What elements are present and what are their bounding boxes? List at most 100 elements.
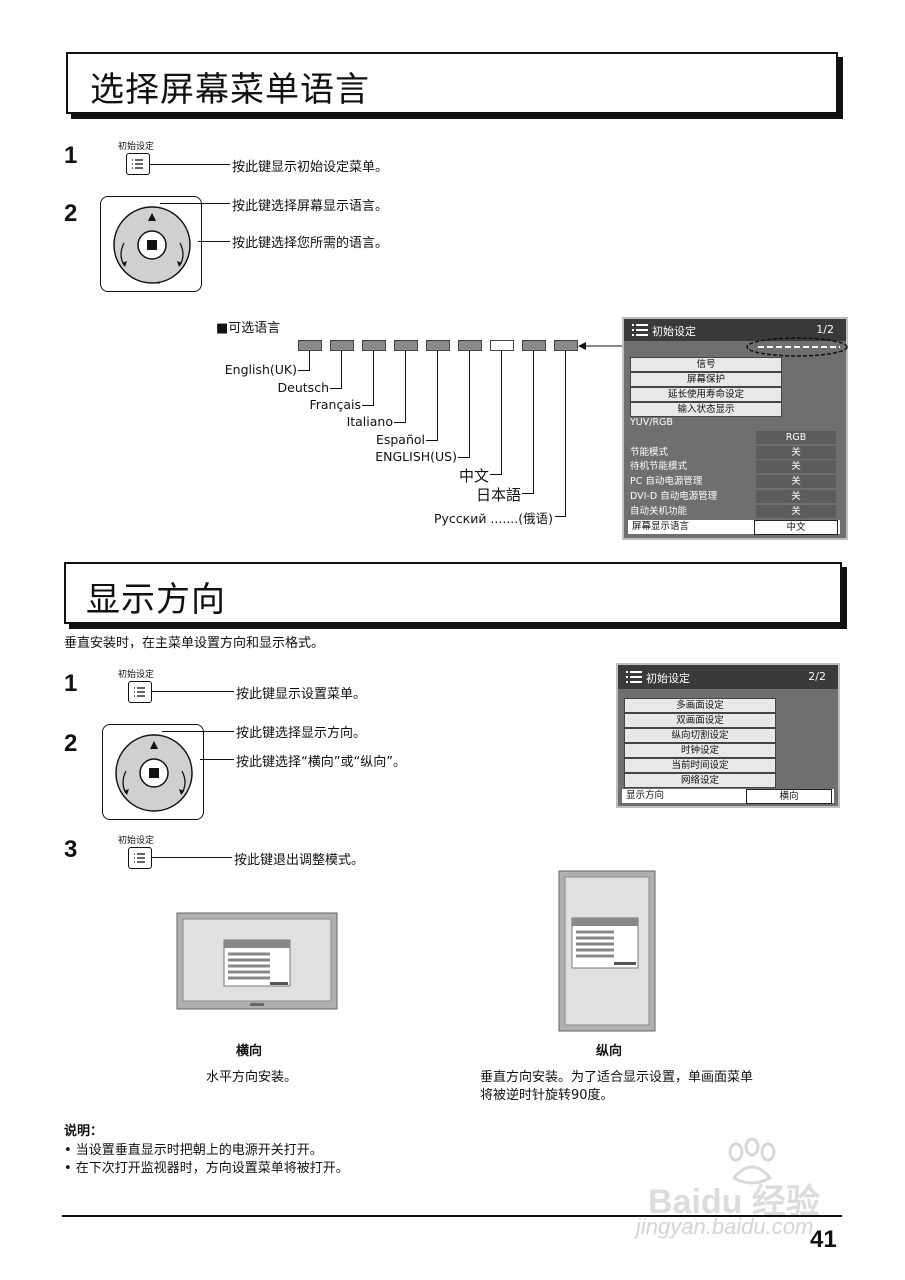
language-swatch bbox=[426, 340, 450, 351]
leader-line bbox=[437, 351, 438, 441]
leader-line bbox=[330, 388, 342, 389]
osd-menu-item[interactable]: 网络设定 bbox=[624, 773, 776, 788]
language-label: ENGLISH(US) bbox=[375, 449, 457, 464]
leader-line bbox=[522, 493, 534, 494]
osd-row-value[interactable]: 关 bbox=[756, 446, 836, 459]
osd-menu-item[interactable]: 纵向切割设定 bbox=[624, 728, 776, 743]
dpad-icon[interactable] bbox=[108, 203, 198, 287]
setup-menu-button[interactable] bbox=[126, 153, 150, 175]
leader-line bbox=[341, 351, 342, 389]
language-label: Русский .......(俄语) bbox=[433, 511, 553, 526]
menu-icon bbox=[132, 159, 143, 169]
step-number: 3 bbox=[64, 836, 78, 863]
osd-row-label: 屏幕显示语言 bbox=[632, 521, 690, 532]
osd-menu-item[interactable]: 信号 bbox=[630, 357, 782, 372]
leader-line bbox=[533, 351, 534, 494]
note-item: • 当设置垂直显示时把朝上的电源开关打开。 bbox=[64, 1143, 323, 1158]
osd-header: 初始设定 2/2 bbox=[618, 665, 838, 689]
leader-line bbox=[162, 731, 234, 732]
leader-line bbox=[362, 405, 374, 406]
leader-line bbox=[458, 457, 470, 458]
osd-row-label: 显示方向 bbox=[626, 790, 665, 801]
leader-line bbox=[152, 857, 232, 858]
menu-icon bbox=[626, 671, 642, 683]
step-instruction: 按此键选择您所需的语言。 bbox=[232, 236, 389, 251]
osd-row-label: YUV/RGB bbox=[630, 417, 673, 428]
portrait-title: 纵向 bbox=[596, 1044, 623, 1059]
menu-icon bbox=[632, 324, 648, 336]
language-swatch bbox=[522, 340, 546, 351]
setup-menu-osd-page1: 初始设定 1/2 信号 屏幕保护 延长使用寿命设定 输入状态显示 YUV/RGB… bbox=[622, 317, 848, 540]
osd-menu-item[interactable]: 时钟设定 bbox=[624, 743, 776, 758]
osd-row-value[interactable]: 关 bbox=[756, 475, 836, 488]
osd-menu-item[interactable]: 当前时间设定 bbox=[624, 758, 776, 773]
note-item: • 在下次打开监视器时，方向设置菜单将被打开。 bbox=[64, 1161, 349, 1176]
osd-menu-item[interactable]: 延长使用寿命设定 bbox=[630, 387, 782, 402]
setup-menu-button[interactable] bbox=[128, 847, 152, 869]
leader-line bbox=[490, 474, 502, 475]
osd-page-indicator: 2/2 bbox=[808, 670, 826, 683]
language-swatch-selected bbox=[490, 340, 514, 351]
osd-row-value[interactable]: 关 bbox=[756, 505, 836, 518]
osd-row-label: 待机节能模式 bbox=[630, 461, 688, 472]
leader-line bbox=[150, 164, 230, 165]
dpad-icon[interactable] bbox=[110, 731, 200, 815]
setup-menu-button[interactable] bbox=[128, 681, 152, 703]
language-label: English(UK) bbox=[224, 362, 297, 377]
page-number: 41 bbox=[810, 1226, 837, 1253]
leader-line bbox=[426, 440, 438, 441]
leader-line bbox=[160, 203, 230, 204]
highlight-ellipse bbox=[746, 337, 848, 357]
leader-line bbox=[394, 422, 406, 423]
osd-row-value[interactable]: RGB bbox=[756, 431, 836, 444]
language-swatch bbox=[362, 340, 386, 351]
leader-line bbox=[565, 351, 566, 517]
osd-page-indicator: 1/2 bbox=[816, 323, 834, 336]
leader-line bbox=[298, 370, 310, 371]
osd-menu-item[interactable]: 屏幕保护 bbox=[630, 372, 782, 387]
leader-line bbox=[501, 351, 502, 475]
step-instruction: 按此键选择显示方向。 bbox=[236, 726, 367, 741]
language-label: Español bbox=[375, 432, 425, 447]
language-label: 中文 bbox=[458, 467, 489, 485]
landscape-title: 横向 bbox=[236, 1044, 263, 1059]
osd-row-label: 节能模式 bbox=[630, 447, 669, 458]
section-title: 显示方向 bbox=[86, 580, 226, 620]
osd-menu-item[interactable]: 输入状态显示 bbox=[630, 402, 782, 417]
portrait-description-line1: 垂直方向安装。为了适合显示设置，单画面菜单 bbox=[480, 1070, 754, 1085]
step-number: 2 bbox=[64, 730, 78, 757]
osd-title: 初始设定 bbox=[646, 672, 690, 685]
paw-watermark-icon bbox=[728, 1138, 776, 1185]
language-swatch bbox=[458, 340, 482, 351]
step-number: 2 bbox=[64, 200, 78, 227]
language-swatch bbox=[298, 340, 322, 351]
watermark-brand: Baidu 经验 bbox=[648, 1183, 820, 1221]
leader-line bbox=[152, 691, 234, 692]
osd-language-selector[interactable]: 中文 bbox=[754, 520, 838, 535]
setup-menu-osd-page2: 初始设定 2/2 多画面设定 双画面设定 纵向切割设定 时钟设定 当前时间设定 … bbox=[616, 663, 840, 808]
leader-line bbox=[373, 351, 374, 406]
menu-icon bbox=[134, 687, 145, 697]
osd-row-value[interactable]: 关 bbox=[756, 490, 836, 503]
osd-row-label: DVI-D 自动电源管理 bbox=[630, 491, 718, 502]
language-swatch bbox=[394, 340, 418, 351]
step-number: 1 bbox=[64, 142, 78, 169]
landscape-monitor-illustration bbox=[176, 912, 338, 1010]
language-swatch bbox=[330, 340, 354, 351]
leader-line bbox=[198, 241, 230, 242]
osd-row-value[interactable]: 关 bbox=[756, 460, 836, 473]
language-label: Français bbox=[309, 397, 361, 412]
footer-rule bbox=[62, 1215, 842, 1217]
step-instruction: 按此键显示初始设定菜单。 bbox=[232, 160, 389, 175]
section-title-box bbox=[66, 52, 838, 114]
portrait-description-line2: 将被逆时针旋转90度。 bbox=[480, 1088, 614, 1103]
osd-title: 初始设定 bbox=[652, 325, 696, 338]
language-label: 日本語 bbox=[475, 486, 521, 504]
osd-menu-item[interactable]: 多画面设定 bbox=[624, 698, 776, 713]
osd-orientation-selector[interactable]: 横向 bbox=[746, 789, 832, 804]
portrait-monitor-illustration bbox=[558, 870, 656, 1032]
section-intro: 垂直安装时，在主菜单设置方向和显示格式。 bbox=[64, 636, 325, 651]
osd-menu-item[interactable]: 双画面设定 bbox=[624, 713, 776, 728]
button-caption: 初始设定 bbox=[118, 670, 155, 680]
leader-line bbox=[469, 351, 470, 458]
